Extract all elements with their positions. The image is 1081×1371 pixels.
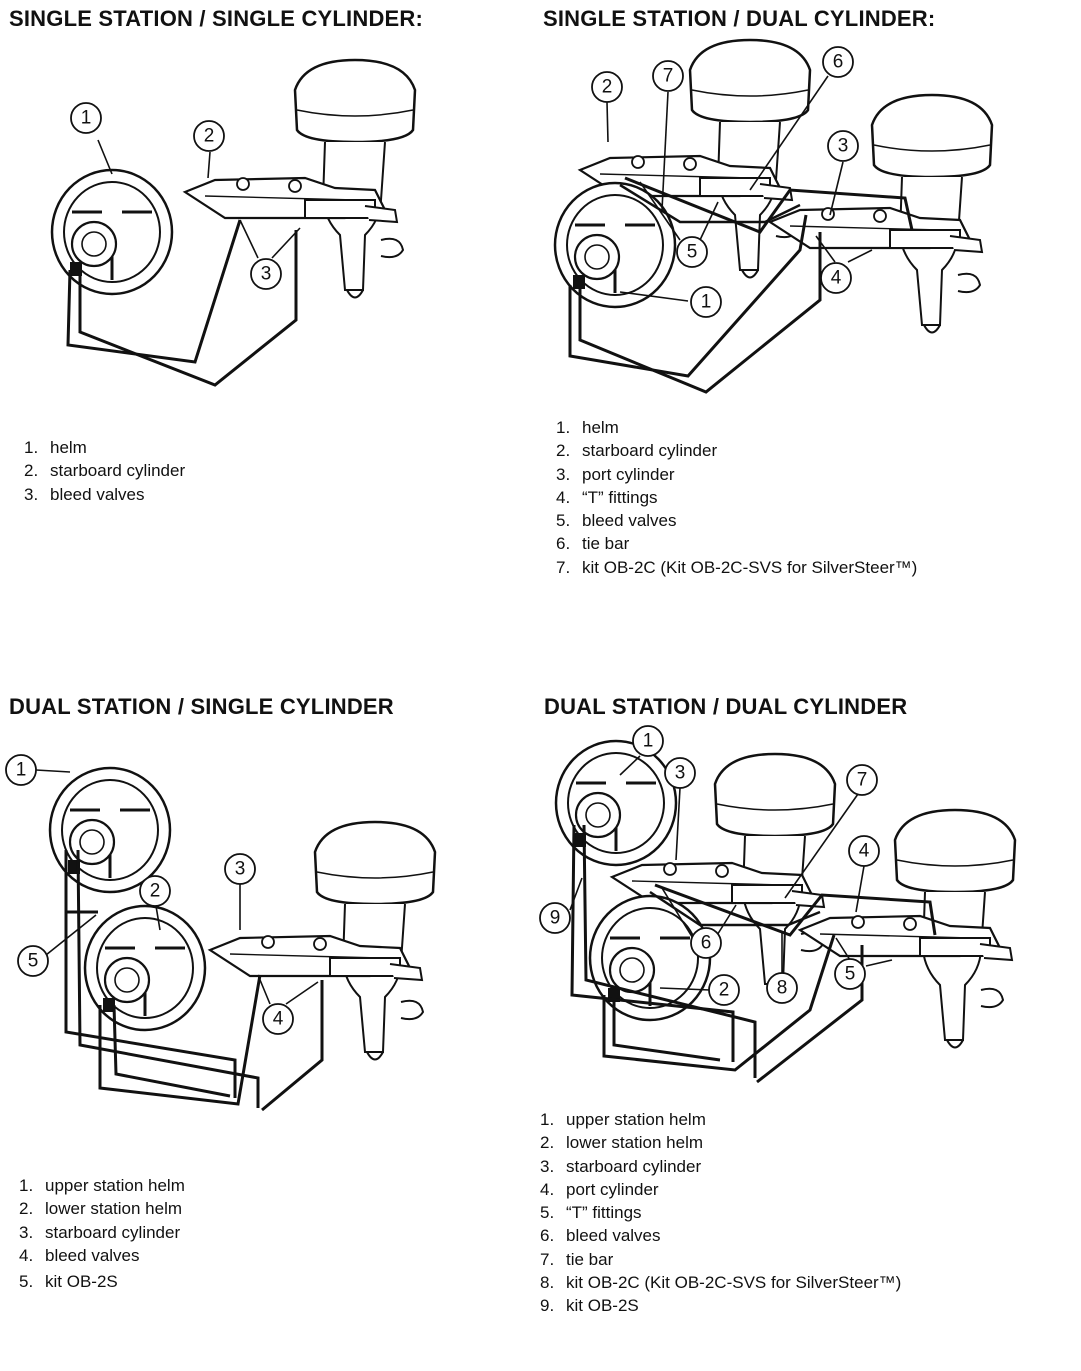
callout-label: 3 (838, 136, 849, 157)
legend-item: 3.starboard cylinder (19, 1222, 181, 1242)
callout-label: 1 (81, 108, 92, 129)
callout-label: 7 (663, 66, 674, 87)
hydraulic-line (64, 850, 237, 1098)
callout-label: 9 (550, 908, 561, 929)
legend-item: 7.tie bar (540, 1249, 614, 1269)
legend-item: 6.bleed valves (540, 1226, 661, 1246)
callout-label: 4 (273, 1009, 284, 1030)
hydraulic-line (570, 824, 735, 1062)
helm-wheel-drawing (588, 894, 712, 1022)
callout-label: 8 (777, 978, 788, 999)
panel-title: DUAL STATION / SINGLE CYLINDER (9, 694, 394, 719)
hydraulic-line (568, 214, 808, 378)
hydraulic-line (112, 980, 324, 1112)
legend-item: 5.kit OB-2S (19, 1272, 118, 1292)
panel-title: DUAL STATION / DUAL CYLINDER (544, 694, 908, 719)
callout-label: 4 (859, 841, 870, 862)
diagram: 1 2 3 5 4 (5, 754, 437, 1112)
legend-item: 4.bleed valves (19, 1245, 140, 1265)
hydraulic-line (78, 230, 298, 387)
callout-marker: 2 (193, 120, 225, 152)
callout-label: 2 (719, 980, 730, 1001)
hydraulic-line (624, 176, 914, 234)
diagram: 2 7 6 3 5 4 1 (553, 38, 994, 394)
callout-label: 5 (687, 242, 698, 263)
callout-label: 1 (701, 292, 712, 313)
diagram: 1 2 3 (50, 58, 417, 387)
callout-label: 2 (602, 77, 613, 98)
hydraulic-line (582, 824, 757, 1078)
legend-item: 2.starboard cylinder (556, 441, 718, 461)
callout-label: 1 (16, 760, 27, 781)
callout-label: 6 (701, 933, 712, 954)
panel-title: SINGLE STATION / DUAL CYLINDER: (543, 6, 936, 31)
callout-label: 2 (204, 126, 215, 147)
legend-item: 8.kit OB-2C (Kit OB-2C-SVS for SilverSte… (540, 1273, 902, 1293)
callout-label: 6 (833, 52, 844, 73)
hydraulic-line (578, 232, 822, 394)
hydraulic-line (612, 945, 864, 1084)
legend-list: 1.upper station helm 2.lower station hel… (540, 1108, 901, 1318)
legend-item: 3.port cylinder (556, 464, 675, 484)
legend-item: 2.starboard cylinder (24, 461, 186, 481)
callout-label: 1 (643, 731, 654, 752)
legend-item: 2.lower station helm (540, 1133, 704, 1153)
legend-item: 4.port cylinder (540, 1179, 659, 1199)
callout-label: 7 (857, 770, 868, 791)
legend-item: 3.starboard cylinder (540, 1156, 702, 1176)
legend-item: 2.lower station helm (19, 1199, 183, 1219)
hydraulic-line (654, 883, 937, 937)
hydraulic-line (602, 934, 836, 1072)
legend-item: 1.helm (556, 418, 619, 437)
callout-label: 3 (675, 763, 686, 784)
legend-item: 1.upper station helm (19, 1176, 185, 1195)
legend-item: 1.helm (24, 438, 87, 457)
callout-label: 5 (28, 951, 39, 972)
hydraulic-line (98, 974, 262, 1106)
legend-item: 3.bleed valves (24, 484, 145, 504)
panel-title: SINGLE STATION / SINGLE CYLINDER: (9, 6, 424, 31)
legend-list: 1.helm 2.starboard cylinder 3.bleed valv… (24, 436, 185, 506)
legend-list: 1.helm 2.starboard cylinder 3.port cylin… (556, 416, 917, 579)
legend-item: 4.“T” fittings (556, 487, 658, 507)
legend-item: 5.“T” fittings (540, 1203, 642, 1223)
legend-list: 1.upper station helm 2.lower station hel… (19, 1174, 185, 1293)
legend-item: 7.kit OB-2C (Kit OB-2C-SVS for SilverSte… (556, 557, 918, 577)
legend-item: 9.kit OB-2S (540, 1296, 639, 1316)
callout-marker: 1 (70, 102, 102, 134)
callout-label: 2 (150, 881, 161, 902)
callout-marker: 3 (250, 258, 282, 290)
tie-bar (619, 183, 801, 224)
callout-label: 4 (831, 268, 842, 289)
callout-label: 3 (261, 264, 272, 285)
legend-item: 1.upper station helm (540, 1110, 706, 1129)
callout-label: 5 (845, 964, 856, 985)
callout-label: 3 (235, 859, 246, 880)
hydraulic-line (76, 849, 260, 1108)
legend-item: 5.bleed valves (556, 511, 677, 531)
legend-item: 6.tie bar (556, 534, 630, 554)
